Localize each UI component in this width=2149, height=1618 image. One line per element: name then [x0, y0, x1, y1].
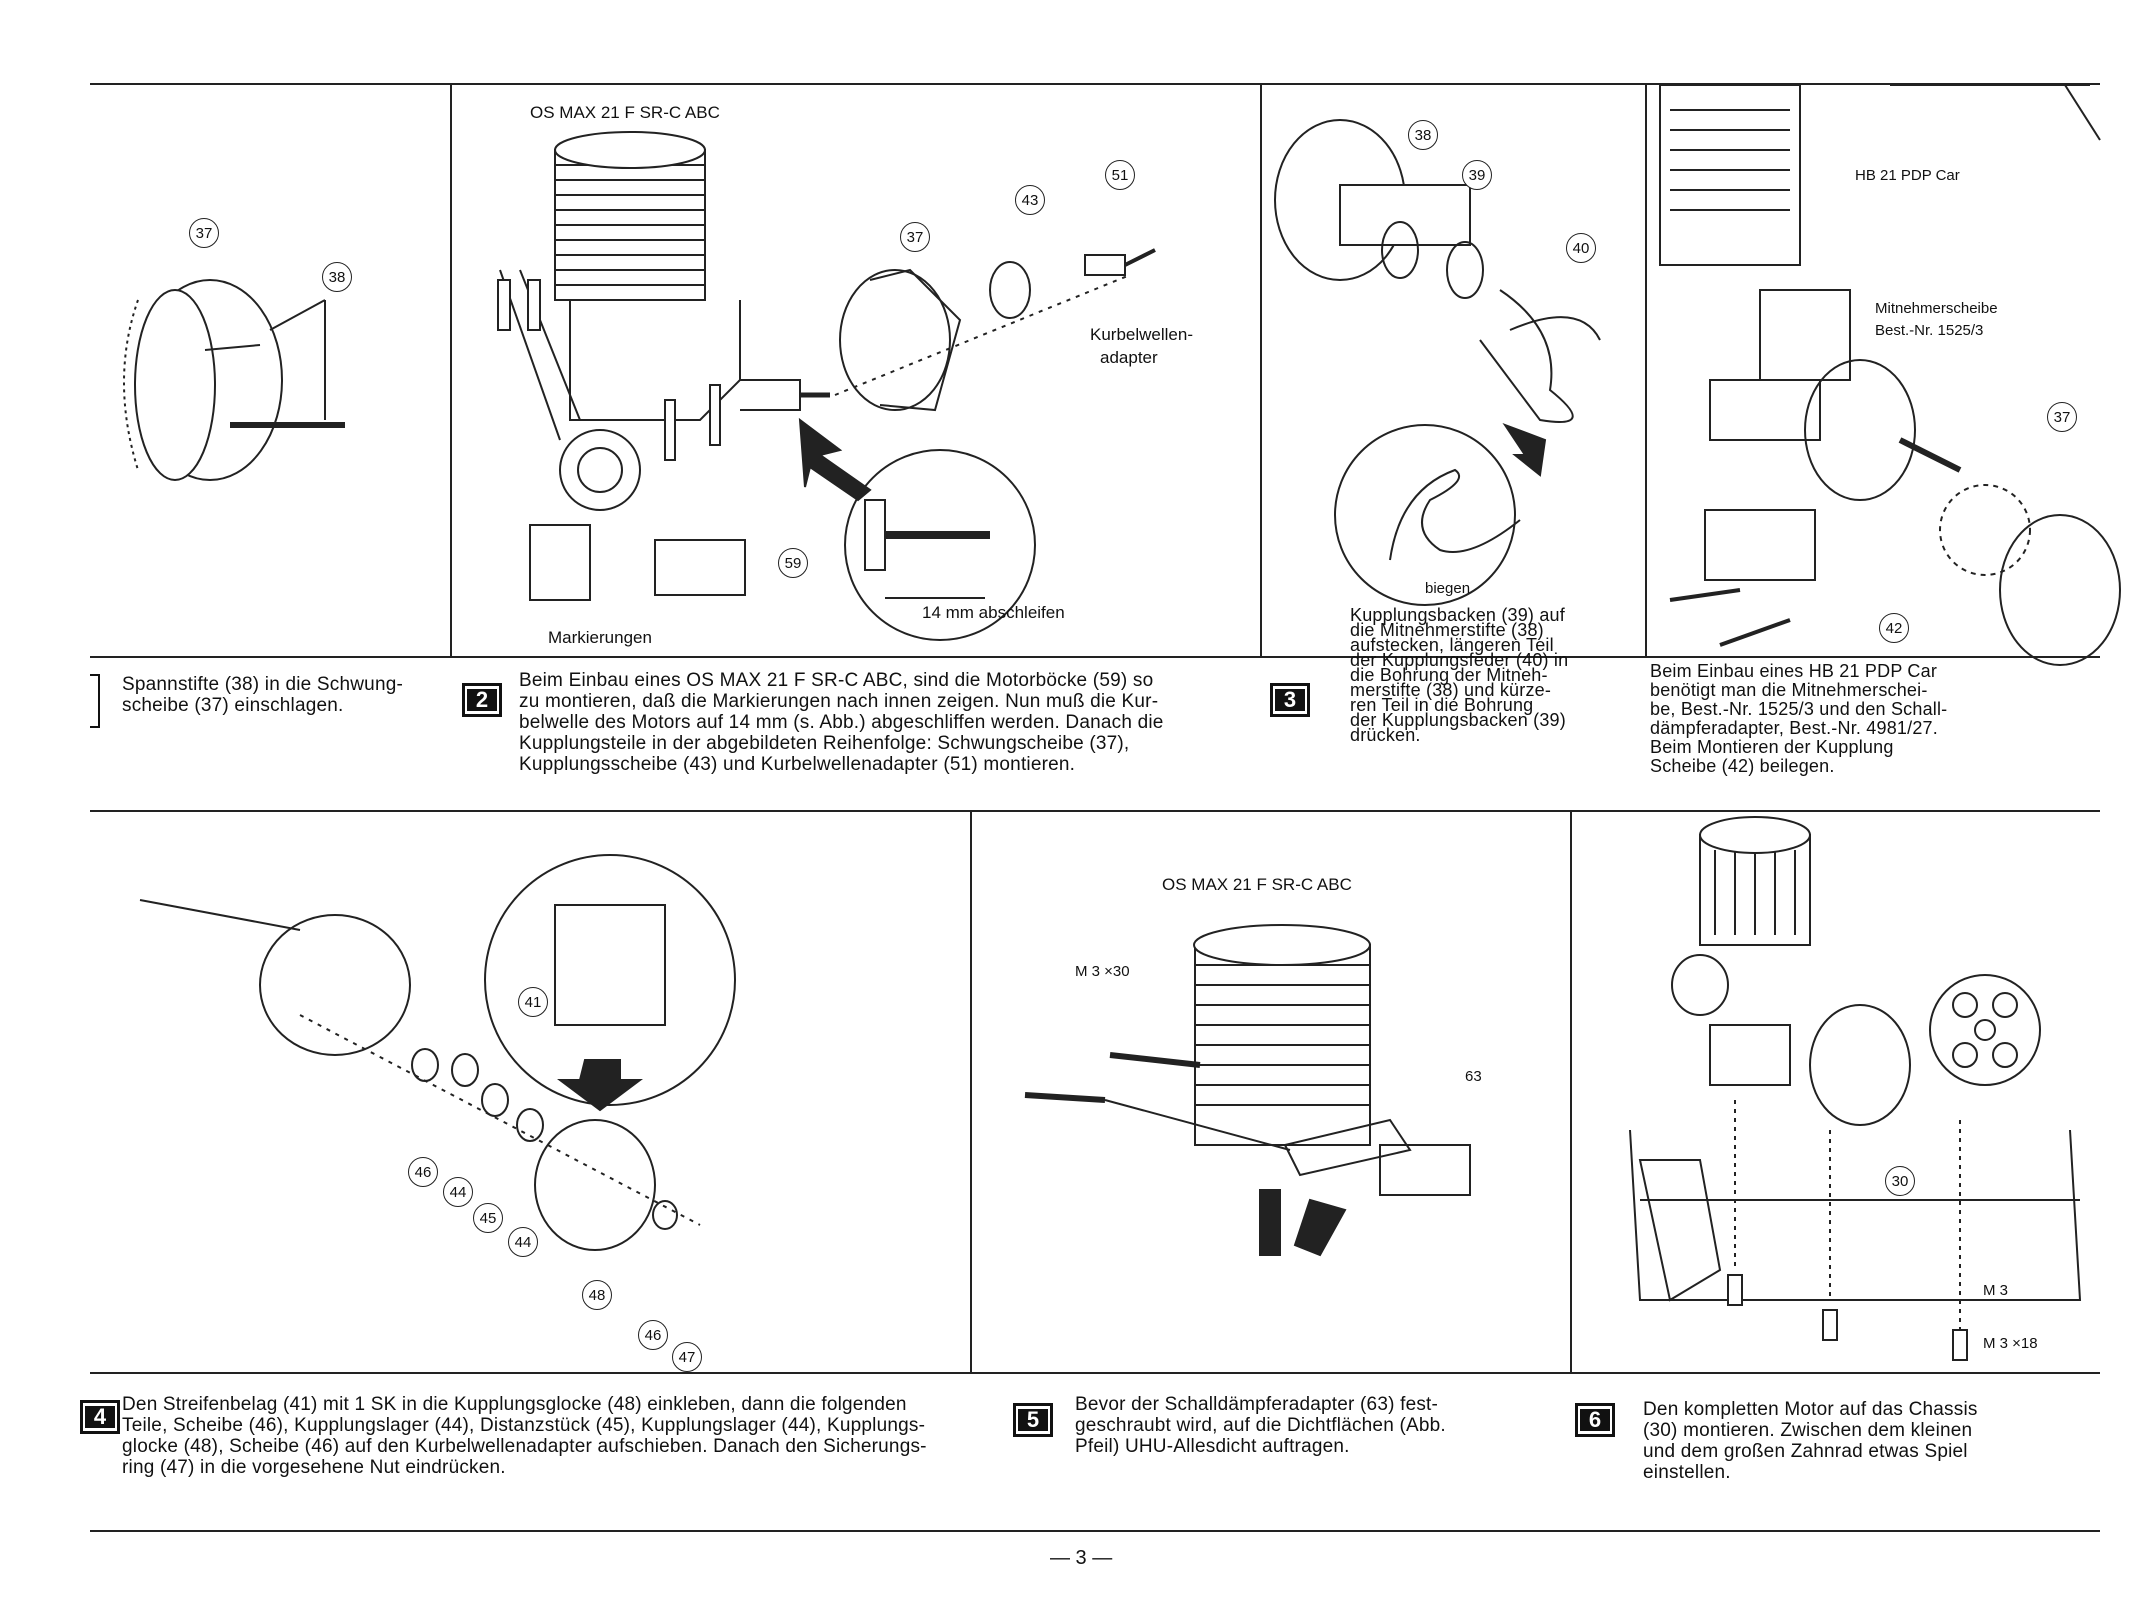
step-2-number: 2 — [462, 683, 502, 717]
engine-model-title: OS MAX 21 F SR-C ABC — [530, 103, 720, 122]
engine-muffler-drawing — [1024, 924, 1471, 1257]
top-rule — [90, 83, 2100, 85]
abschleifen-label: 14 mm abschleifen — [922, 603, 1065, 622]
engine-hb21-drawing — [1659, 84, 2121, 666]
step-6-number: 6 — [1575, 1403, 1615, 1437]
part-43-callout: 43 — [1015, 185, 1045, 215]
step-2-caption: Beim Einbau eines OS MAX 21 F SR-C ABC, … — [519, 670, 1164, 775]
part-38-callout: 38 — [322, 262, 352, 292]
part-48-callout: 48 — [582, 1280, 612, 1310]
clutch-bell-drawing — [139, 854, 736, 1251]
hb21-model-label: HB 21 PDP Car — [1855, 167, 1960, 184]
clutch-parts-drawing — [1274, 119, 1601, 606]
step-4-caption: Den Streifenbelag (41) mit 1 SK in die K… — [122, 1394, 927, 1478]
part-59-callout: 59 — [778, 548, 808, 578]
divider-2 — [1260, 83, 1262, 656]
page-number: — 3 — — [1050, 1547, 1113, 1569]
step-1-caption: Spannstifte (38) in die Schwung- scheibe… — [122, 674, 403, 716]
part-38-callout: 38 — [1408, 120, 1438, 150]
screw-m3x30-label: M 3 ×30 — [1075, 963, 1130, 980]
part-39-callout: 39 — [1462, 160, 1492, 190]
divider-4 — [970, 810, 972, 1372]
step-4-number: 4 — [80, 1400, 120, 1434]
mid-rule-lower — [90, 810, 2100, 812]
step-1-bracket — [90, 674, 100, 728]
part-41-callout: 41 — [518, 987, 548, 1017]
part-46-callout: 46 — [408, 1157, 438, 1187]
engine-model-title: OS MAX 21 F SR-C ABC — [1162, 875, 1352, 894]
adapter-label: adapter — [1100, 348, 1158, 367]
mid-rule-upper — [90, 656, 2100, 658]
part-51-callout: 51 — [1105, 160, 1135, 190]
step-3b-caption: Beim Einbau eines HB 21 PDP Car benötigt… — [1650, 661, 1948, 776]
screw-m3-label: M 3 — [1983, 1282, 2009, 1299]
step-6-caption: Den kompletten Motor auf das Chassis (30… — [1643, 1399, 1978, 1483]
part-42-callout: 42 — [1879, 613, 1909, 643]
part-45-callout: 45 — [473, 1203, 503, 1233]
best-nr-label: Best.-Nr. 1525/3 — [1875, 322, 1984, 339]
divider-1 — [450, 83, 452, 656]
step-3-caption: Kupplungsbacken (39) auf die Mitnehmerst… — [1350, 605, 1569, 745]
divider-5 — [1570, 810, 1572, 1372]
step-5-caption: Bevor der Schalldämpferadapter (63) fest… — [1075, 1394, 1446, 1457]
step-3-number: 3 — [1270, 683, 1310, 717]
part-37-callout: 37 — [900, 222, 930, 252]
part-37-callout: 37 — [189, 218, 219, 248]
part-63-label: 63 — [1465, 1068, 1482, 1085]
step-5-number: 5 — [1013, 1403, 1053, 1437]
bottom-rule — [90, 1530, 2100, 1532]
part-30-callout: 30 — [1885, 1166, 1915, 1196]
part-44b-callout: 44 — [508, 1227, 538, 1257]
screw-m3x18-label: M 3 ×18 — [1983, 1335, 2038, 1352]
mitnehmerscheibe-label: Mitnehmerscheibe — [1875, 300, 1998, 317]
markierungen-label: Markierungen — [548, 628, 652, 647]
divider-3 — [1645, 83, 1647, 656]
biegen-label: biegen — [1425, 580, 1471, 597]
flywheel-37-drawing — [123, 279, 345, 481]
part-40-callout: 40 — [1566, 233, 1596, 263]
part-47-callout: 47 — [672, 1342, 702, 1372]
engine-chassis-drawing — [1629, 816, 2082, 1361]
part-46b-callout: 46 — [638, 1320, 668, 1350]
kurbelwellen-label: Kurbelwellen- — [1090, 325, 1193, 344]
engine-osmax-drawing — [497, 131, 1156, 641]
lower-rule — [90, 1372, 2100, 1374]
part-37-callout: 37 — [2047, 402, 2077, 432]
part-44-callout: 44 — [443, 1177, 473, 1207]
